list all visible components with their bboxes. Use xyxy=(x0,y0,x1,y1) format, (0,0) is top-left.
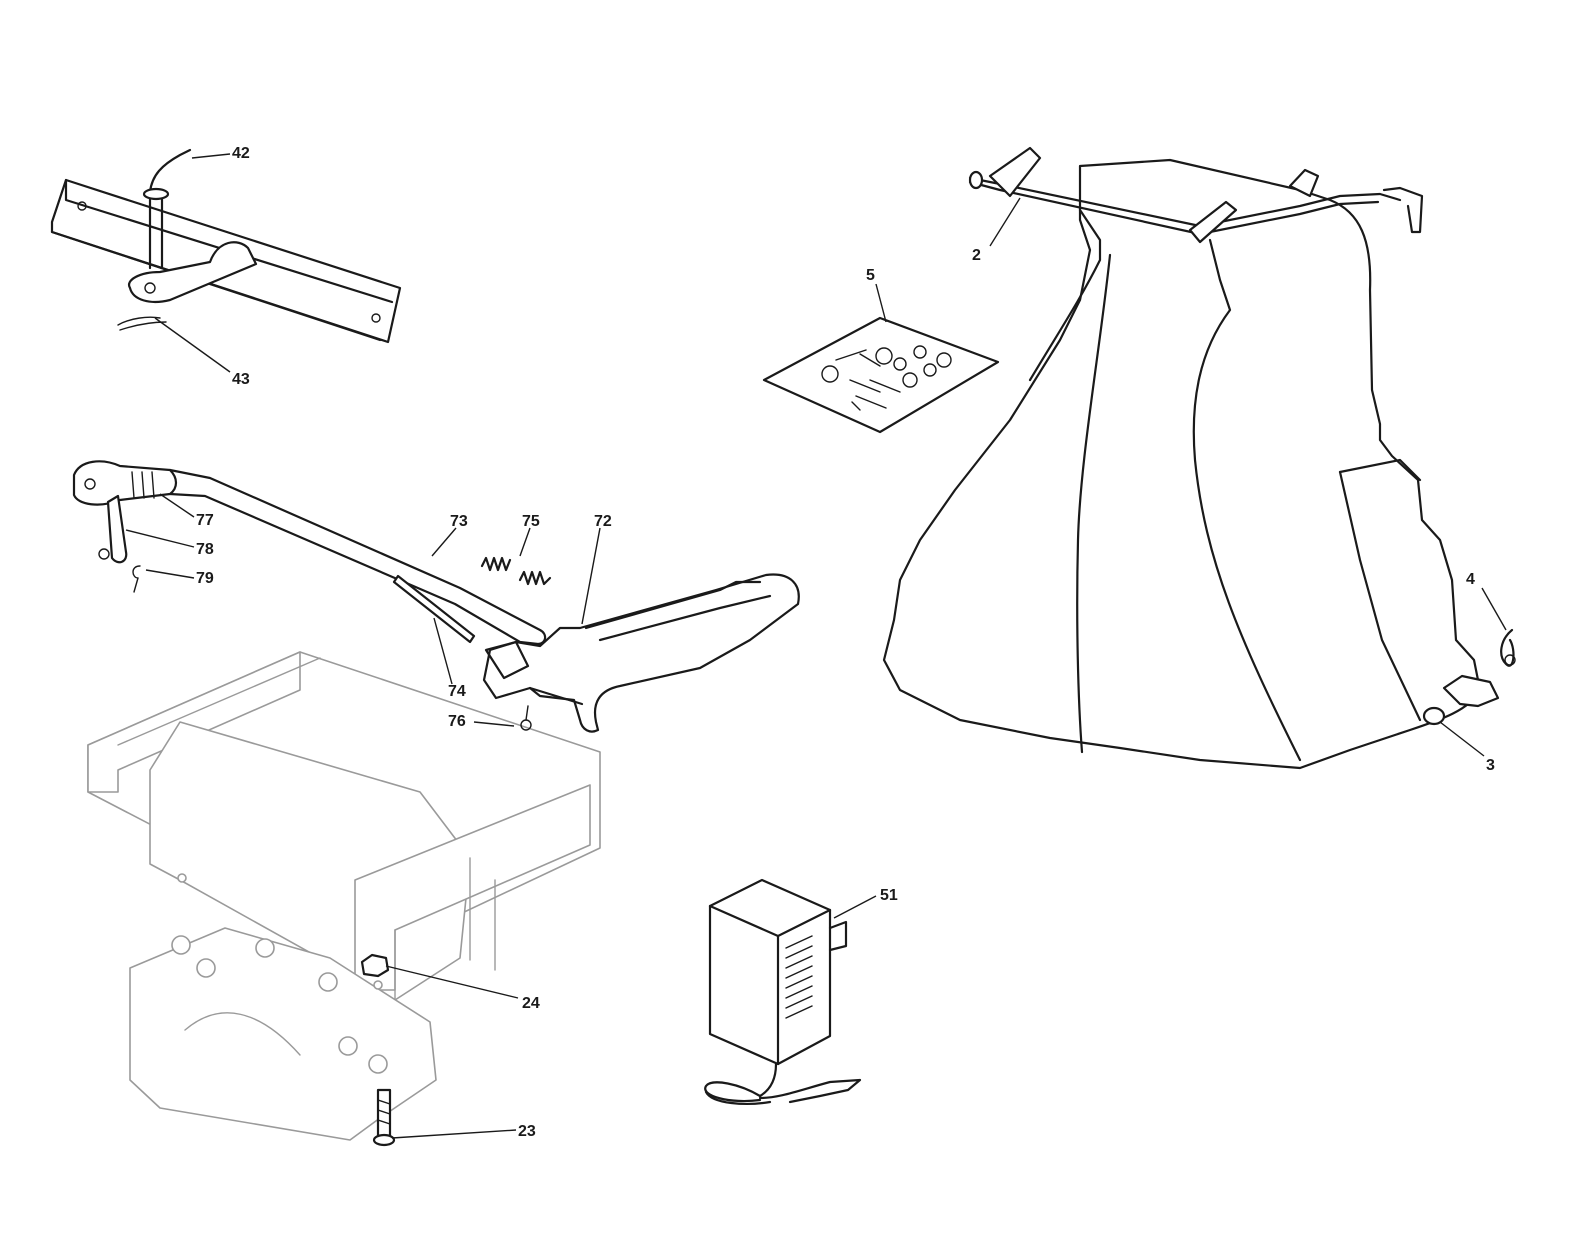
callout-51: 51 xyxy=(880,887,898,904)
leader-lines xyxy=(125,153,1507,1139)
callout-77: 77 xyxy=(196,512,214,529)
callout-43: 43 xyxy=(232,371,250,388)
callout-labels: 42 43 77 78 79 73 75 72 74 76 2 5 4 3 51… xyxy=(196,145,1495,1140)
callout-76: 76 xyxy=(448,713,466,730)
callout-79: 79 xyxy=(196,570,214,587)
callout-73: 73 xyxy=(450,513,468,530)
callout-5: 5 xyxy=(866,267,875,284)
callout-75: 75 xyxy=(522,513,540,530)
ghost-mower-frame xyxy=(87,651,601,1141)
callout-3: 3 xyxy=(1486,757,1495,774)
lever-assembly xyxy=(72,460,800,733)
bolt-and-nut xyxy=(360,953,396,1147)
tow-bar-assembly xyxy=(50,148,402,344)
grass-catcher-bag xyxy=(882,146,1516,770)
callout-4: 4 xyxy=(1466,571,1475,588)
callout-24: 24 xyxy=(522,995,540,1012)
callout-23: 23 xyxy=(518,1123,536,1140)
battery-charger xyxy=(704,878,862,1105)
callout-2: 2 xyxy=(972,247,981,264)
callout-74: 74 xyxy=(448,683,466,700)
callout-42: 42 xyxy=(232,145,250,162)
callout-78: 78 xyxy=(196,541,214,558)
callout-72: 72 xyxy=(594,513,612,530)
hardware-kit-bag xyxy=(762,316,1000,434)
